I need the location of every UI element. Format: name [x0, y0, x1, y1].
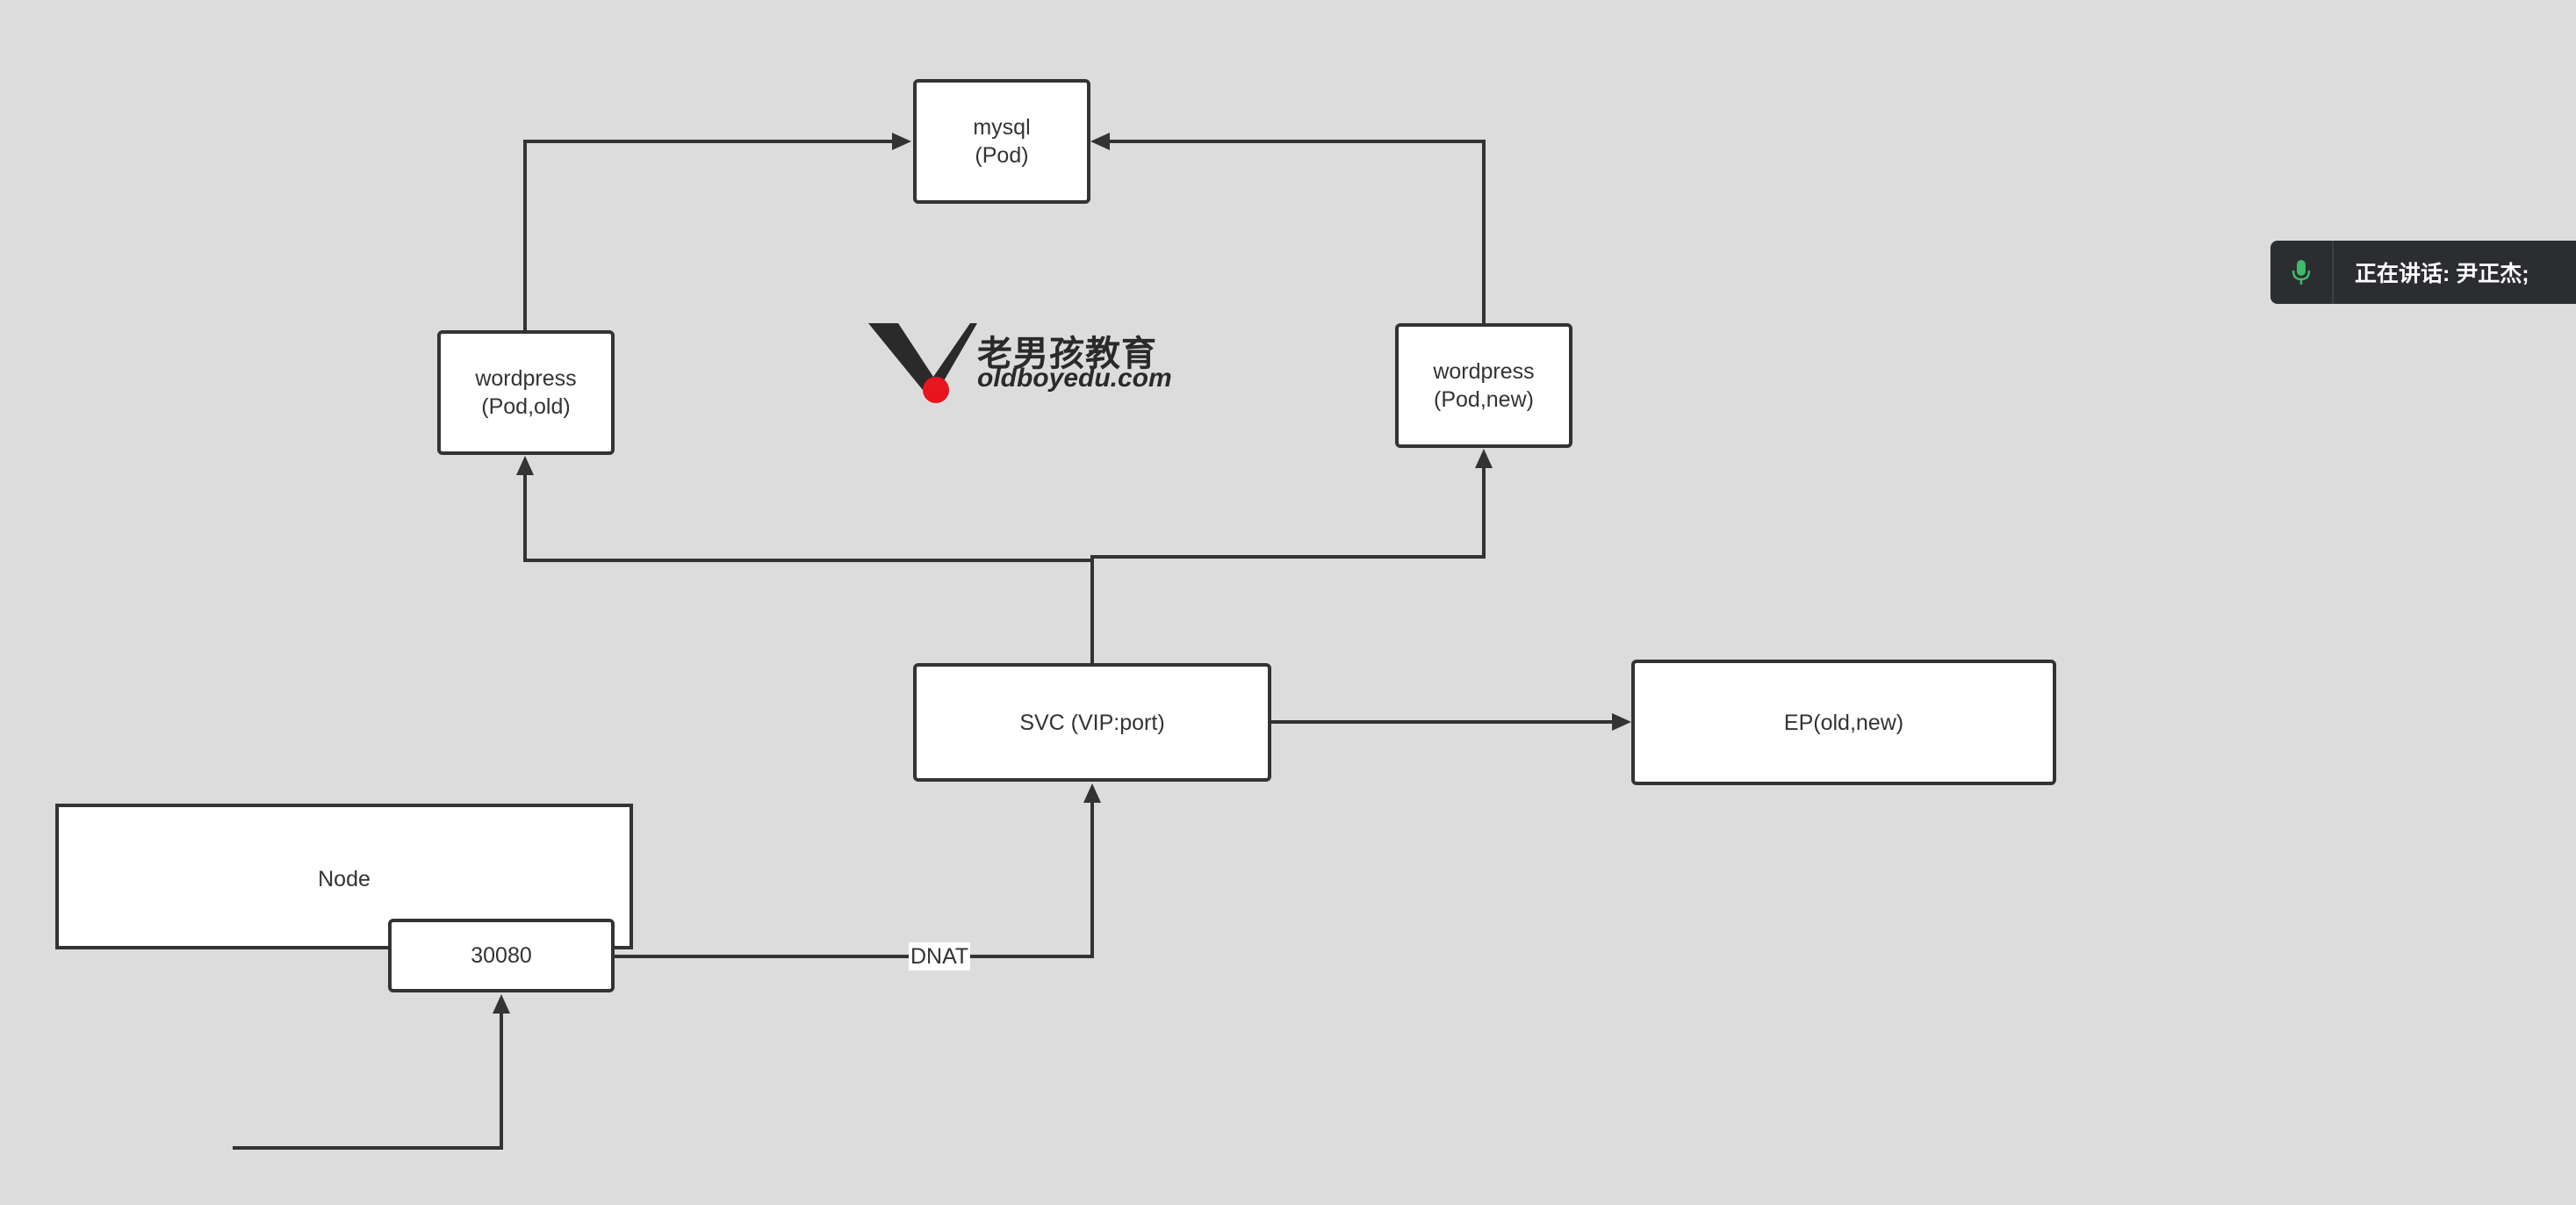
- arrowhead-into-wordpress-new: [1475, 449, 1493, 468]
- arrowhead-into-ep: [1612, 713, 1631, 731]
- edge-svc-to-wordpress-old: [523, 470, 1094, 663]
- arrowhead-into-svc: [1083, 783, 1101, 803]
- mysql-pod-name: mysql: [973, 115, 1031, 140]
- active-speaker-text: 正在讲话: 尹正杰;: [2355, 262, 2529, 286]
- watermark-domain-text: oldboyedu.com: [977, 364, 1172, 393]
- wordpress-new-name: wordpress: [1433, 359, 1535, 384]
- edge-wordpress-new-to-mysql: [1106, 140, 1486, 323]
- microphone-icon: [2292, 260, 2311, 285]
- arrowhead-into-wordpress-old: [516, 456, 534, 475]
- ep-node: EP(old,new): [1631, 660, 2056, 785]
- edge-external-to-port: [233, 1010, 503, 1150]
- watermark-chinese-text: 老男孩教育: [977, 335, 1157, 373]
- arrowhead-into-mysql-left: [892, 133, 911, 150]
- mysql-pod-type: (Pod): [975, 143, 1029, 168]
- edge-svc-to-wordpress-new: [1090, 463, 1486, 560]
- arrowhead-into-port: [493, 994, 510, 1014]
- svc-label: SVC (VIP:port): [1019, 710, 1165, 735]
- wordpress-old-pod-node: wordpress (Pod,old): [437, 330, 615, 455]
- oldboyedu-watermark: 老男孩教育 oldboyedu.com: [865, 318, 1172, 406]
- wordpress-new-type: (Pod,new): [1434, 387, 1534, 412]
- wordpress-new-pod-node: wordpress (Pod,new): [1395, 323, 1572, 448]
- oldboyedu-logo-mark: [868, 323, 977, 403]
- edge-port-to-svc-dnat: [615, 799, 1094, 958]
- k8s-node-label: Node: [318, 867, 371, 891]
- active-speaker-toast[interactable]: 正在讲话: 尹正杰;: [2270, 241, 2576, 304]
- dnat-edge-label: DNAT: [909, 942, 971, 970]
- node-port-box: 30080: [388, 919, 615, 992]
- edge-wordpress-old-to-mysql: [523, 140, 894, 330]
- wordpress-old-type: (Pod,old): [481, 394, 571, 419]
- arrowhead-into-mysql-right: [1090, 133, 1110, 150]
- ep-label: EP(old,new): [1783, 710, 1904, 735]
- svc-node: SVC (VIP:port): [913, 663, 1271, 782]
- wordpress-old-name: wordpress: [475, 366, 577, 391]
- mysql-pod-node: mysql (Pod): [913, 79, 1090, 204]
- microphone-icon-wrap: [2270, 241, 2334, 304]
- node-port-label: 30080: [471, 943, 532, 968]
